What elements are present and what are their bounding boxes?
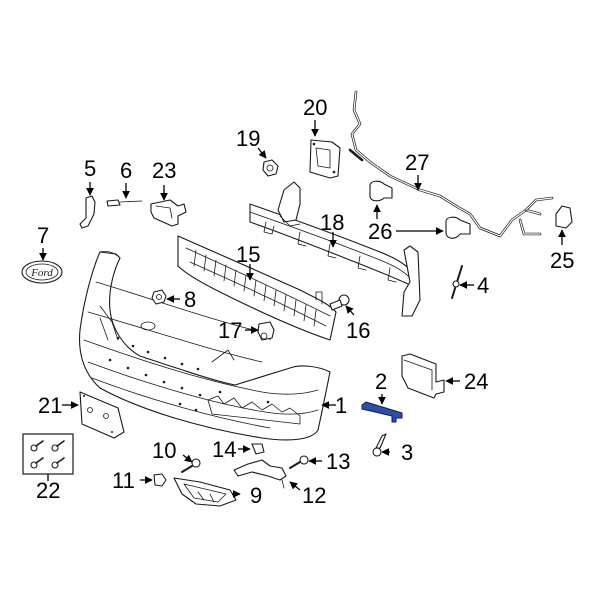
emblem-logo-text: Ford [30,267,53,279]
callout-25[interactable]: 25 [550,248,574,273]
part-9-grille[interactable] [173,477,237,507]
callout-15[interactable]: 15 [236,242,260,267]
callout-26[interactable]: 26 [368,219,392,244]
leader-lines [39,120,566,498]
callout-5[interactable]: 5 [84,156,96,181]
callout-7[interactable]: 7 [37,223,49,248]
callout-20[interactable]: 20 [303,95,327,120]
part-14-clip[interactable] [251,443,265,455]
part-11-clip[interactable] [153,473,167,487]
callout-6[interactable]: 6 [120,158,132,183]
bolt-icon [30,440,65,469]
part-27-wiring-harness[interactable] [348,90,554,238]
part-10-bolt[interactable] [181,458,201,473]
callout-17[interactable]: 17 [218,318,242,343]
part-7-emblem[interactable]: Ford [21,260,63,284]
part-19-nut[interactable] [262,159,279,177]
callout-19[interactable]: 19 [236,126,260,151]
part-22-bolt-set[interactable] [22,433,74,475]
part-26-sensor-upper[interactable] [369,180,393,202]
part-25-parking-sensor[interactable] [555,205,573,229]
part-24-housing[interactable] [401,353,445,399]
callout-3[interactable]: 3 [401,440,413,465]
callout-13[interactable]: 13 [326,449,350,474]
callout-8[interactable]: 8 [184,287,196,312]
part-20-bracket[interactable] [309,139,341,179]
callout-1[interactable]: 1 [335,393,347,418]
part-12-bracket[interactable] [233,459,287,489]
callout-27[interactable]: 27 [405,150,429,175]
part-5-clip[interactable] [79,195,96,229]
callout-21[interactable]: 21 [38,393,62,418]
part-21-license-plate-bracket[interactable] [79,391,125,439]
callout-9[interactable]: 9 [250,483,262,508]
part-26-parking-sensor[interactable] [445,216,471,239]
part-4-rivet[interactable] [451,265,463,299]
callout-22[interactable]: 22 [36,478,60,503]
bumper-mount-holes [108,336,270,412]
callout-labels: 1 2 3 4 5 6 7 8 9 10 11 12 13 14 15 16 1… [36,95,574,508]
part-2-bracket-highlighted[interactable] [361,401,403,423]
callout-10[interactable]: 10 [152,438,176,463]
callout-11[interactable]: 11 [112,468,135,493]
callout-14[interactable]: 14 [212,437,236,462]
part-17-clip[interactable] [257,321,275,341]
part-6-push-pin[interactable] [106,199,143,207]
callout-18[interactable]: 18 [320,210,344,235]
part-23-sensor[interactable] [150,199,187,227]
part-13-bolt[interactable] [289,455,309,469]
part-3-bolt[interactable] [372,433,387,457]
callout-23[interactable]: 23 [152,158,176,183]
callout-2[interactable]: 2 [375,369,387,394]
callout-24[interactable]: 24 [464,369,488,394]
part-15-energy-absorber[interactable] [177,235,337,341]
part-16-bolt[interactable] [329,294,350,311]
part-8-nut[interactable] [151,289,167,305]
callout-16[interactable]: 16 [346,318,370,343]
part-1-bumper-cover[interactable] [79,250,331,441]
callout-4[interactable]: 4 [477,273,489,298]
callout-12[interactable]: 12 [302,483,326,508]
